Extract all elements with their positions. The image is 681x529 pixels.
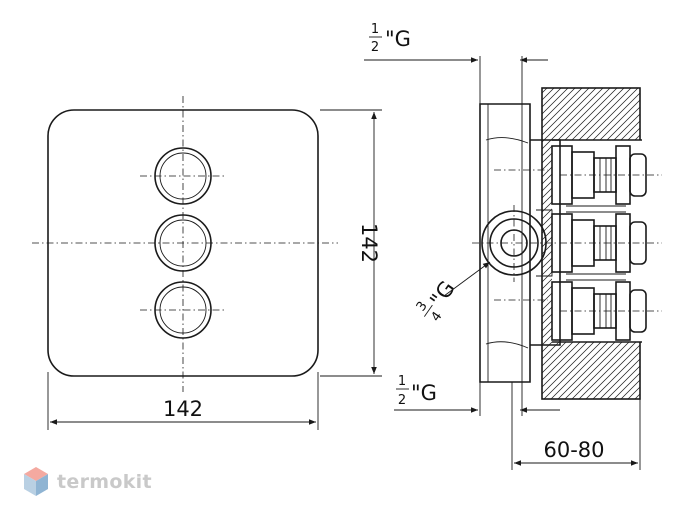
wall-hatch-line bbox=[571, 330, 640, 399]
svg-text:"G: "G bbox=[411, 381, 437, 405]
cartridge-middle bbox=[551, 213, 662, 273]
wall-hatch-line bbox=[550, 309, 640, 399]
hexagon-logo-icon bbox=[24, 467, 48, 496]
side-view: 1 2 "G 1 2 "G 3 4 "G 60-80 bbox=[229, 22, 681, 470]
cartridge-bottom bbox=[551, 281, 662, 341]
svg-text:4: 4 bbox=[428, 309, 445, 324]
wall-hatch-line bbox=[578, 337, 640, 399]
wall-hatch-line bbox=[656, 88, 681, 399]
button-bottom bbox=[154, 281, 212, 339]
svg-text:2: 2 bbox=[398, 393, 406, 408]
wall-hatch-line bbox=[542, 88, 562, 108]
wall-hatch-line bbox=[542, 267, 640, 367]
svg-text:"G: "G bbox=[385, 27, 411, 51]
button-top bbox=[154, 147, 212, 205]
depth-dimension-label: 60-80 bbox=[543, 438, 604, 462]
svg-text:1: 1 bbox=[371, 22, 379, 37]
bottom-connection-label: 1 2 "G bbox=[396, 374, 437, 408]
wall-hatch-line bbox=[642, 88, 681, 399]
wall-hatch-line bbox=[543, 302, 640, 399]
wall-hatch-line bbox=[542, 288, 640, 388]
svg-text:"G: "G bbox=[425, 276, 460, 311]
side-inlet-fitting bbox=[472, 205, 556, 282]
wall-hatch-line bbox=[542, 253, 640, 353]
brand-logo-text: termokit bbox=[57, 471, 152, 493]
wall-hatch-line bbox=[542, 295, 640, 395]
cartridge-top bbox=[551, 145, 662, 205]
wall-section bbox=[229, 87, 681, 400]
wall-hatch-line bbox=[542, 88, 597, 143]
front-view: 142 142 bbox=[32, 96, 382, 430]
wall-hatch-line bbox=[542, 260, 640, 360]
wall-hatch-line bbox=[542, 274, 640, 374]
wall-hatch-line bbox=[542, 88, 576, 122]
top-connection-label: 1 2 "G bbox=[369, 22, 411, 55]
brand-logo: termokit bbox=[22, 466, 152, 498]
wall-hatch-line bbox=[542, 88, 555, 101]
svg-text:2: 2 bbox=[371, 40, 379, 55]
button-middle bbox=[154, 214, 212, 272]
wall-hatch-line bbox=[229, 88, 540, 399]
wall-hatch-line bbox=[649, 88, 681, 399]
wall-hatch-line bbox=[542, 88, 569, 115]
height-dimension-label: 142 bbox=[357, 223, 381, 263]
width-dimension-label: 142 bbox=[163, 397, 203, 421]
side-connection-label: 3 4 "G bbox=[414, 276, 460, 324]
svg-text:1: 1 bbox=[398, 374, 406, 389]
wall-hatch-line bbox=[557, 316, 640, 399]
svg-text:3: 3 bbox=[414, 299, 431, 314]
wall-hatch-line bbox=[585, 344, 640, 399]
wall-hatch-line bbox=[564, 323, 640, 399]
wall-hatch-line bbox=[542, 281, 640, 381]
